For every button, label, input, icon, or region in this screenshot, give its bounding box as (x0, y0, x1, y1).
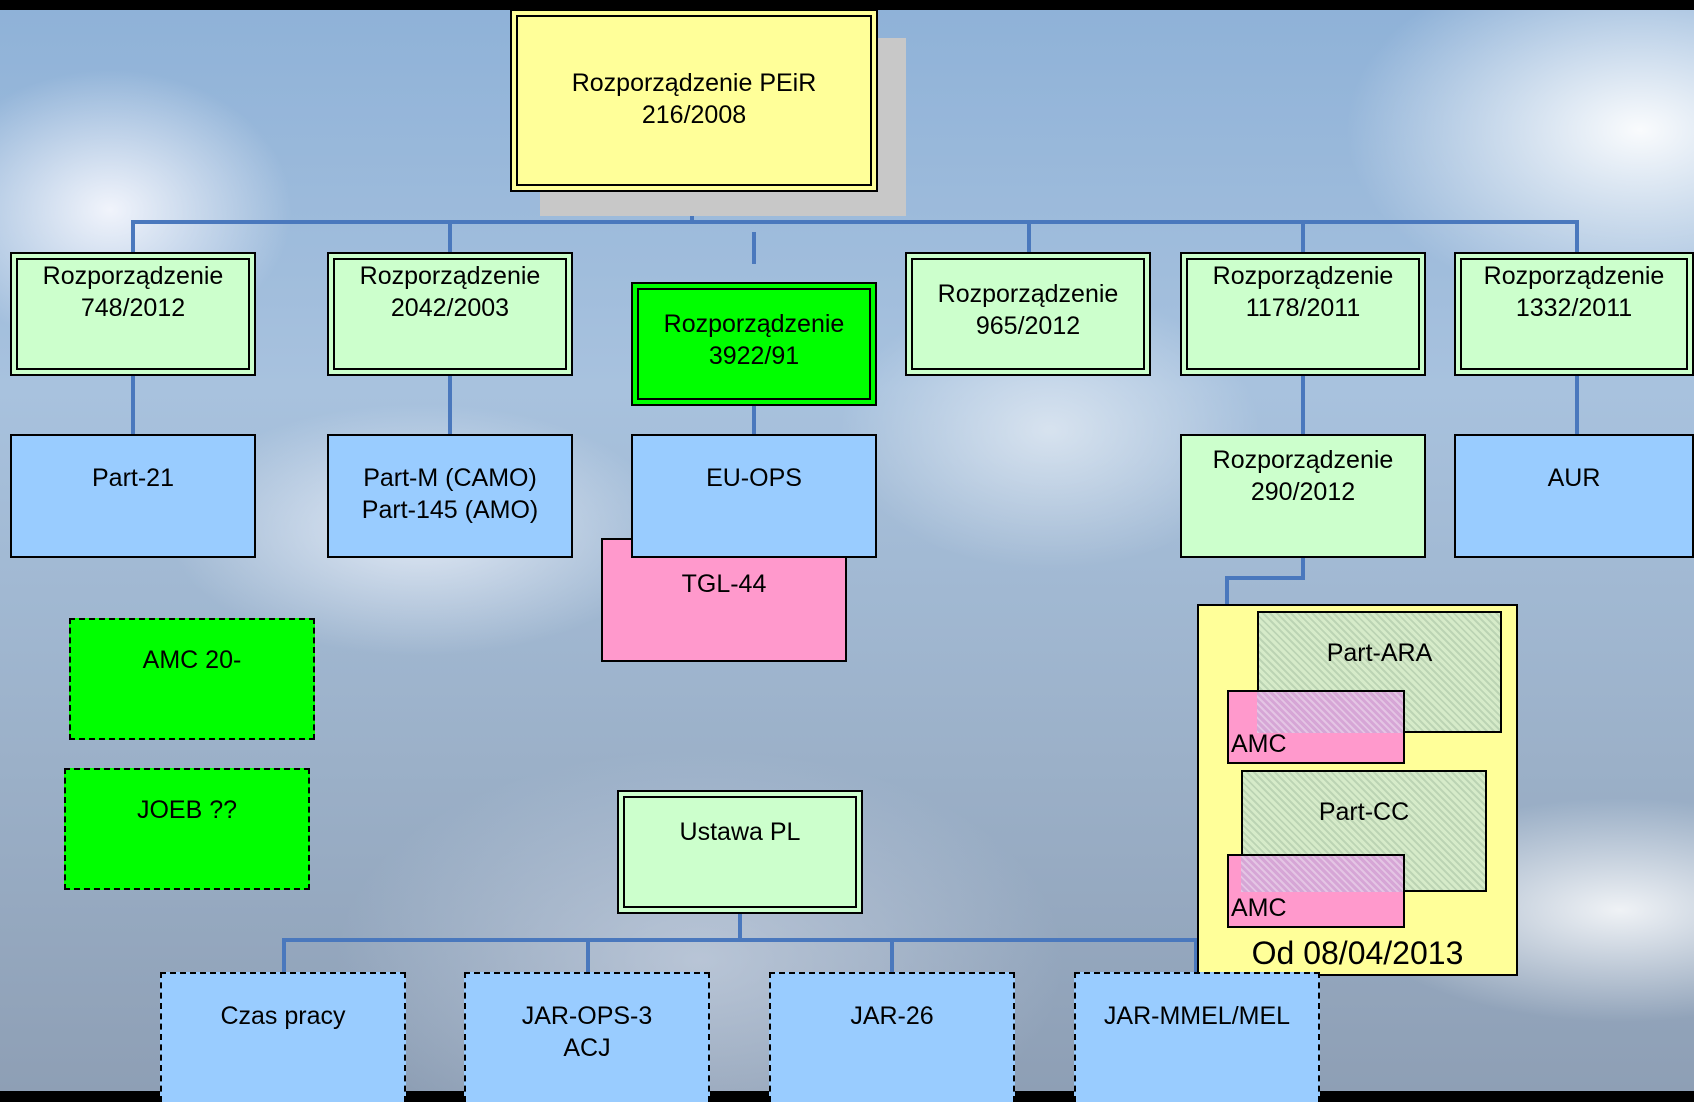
regulation-number: 1178/2011 (1245, 294, 1361, 322)
connector (1225, 576, 1305, 580)
regulation-3922-box: Rozporządzenie 3922/91 (631, 282, 877, 406)
jar-26-box: JAR-26 (769, 972, 1015, 1102)
connector (1301, 556, 1305, 578)
part-ara-label: Part-ARA (1326, 639, 1433, 667)
connector (282, 938, 1198, 942)
regulation-290-box: Rozporządzenie 290/2012 (1180, 434, 1426, 558)
connector (448, 220, 452, 254)
regulation-title: Rozporządzenie (1483, 262, 1665, 290)
jar-mmel-box: JAR-MMEL/MEL (1074, 972, 1320, 1102)
connector (1301, 374, 1305, 436)
connector (1194, 938, 1198, 972)
regulation-number: 290/2012 (1250, 478, 1356, 506)
amc-label: AMC (1231, 730, 1287, 758)
connector (131, 374, 135, 436)
connector (752, 232, 756, 264)
regulation-1178-box: Rozporządzenie 1178/2011 (1180, 252, 1426, 376)
tgl-44-label: TGL-44 (681, 570, 767, 598)
part-m-box: Part-M (CAMO) Part-145 (AMO) (327, 434, 573, 558)
jar-26-label: JAR-26 (850, 1002, 934, 1030)
aur-label: AUR (1547, 464, 1601, 492)
amc-label: AMC (1231, 894, 1287, 922)
regulation-title: Rozporządzenie (1212, 446, 1394, 474)
regulation-number: 965/2012 (975, 312, 1081, 340)
joeb-label: JOEB ?? (136, 796, 238, 824)
connector (890, 938, 894, 972)
top-regulation-number: 216/2008 (641, 101, 747, 129)
connector (282, 938, 286, 972)
aur-box: AUR (1454, 434, 1694, 558)
acj-label: ACJ (563, 1034, 611, 1062)
amc-20-label: AMC 20- (142, 646, 242, 674)
overlap-ara-amc (1257, 690, 1405, 733)
regulation-title: Rozporządzenie (42, 262, 224, 290)
eu-ops-label: EU-OPS (706, 464, 802, 492)
part-21-box: Part-21 (10, 434, 256, 558)
connector (586, 938, 590, 972)
regulation-title: Rozporządzenie (359, 262, 541, 290)
joeb-box: JOEB ?? (64, 768, 310, 890)
regulation-title: Rozporządzenie (663, 310, 845, 338)
jar-ops-3-label: JAR-OPS-3 (521, 1002, 653, 1030)
connector (1575, 220, 1579, 254)
part-145-label: Part-145 (AMO) (361, 496, 539, 524)
part-cc-label: Part-CC (1318, 798, 1410, 826)
jar-ops-3-box: JAR-OPS-3 ACJ (464, 972, 710, 1102)
regulation-number: 3922/91 (708, 342, 800, 370)
connector (1301, 220, 1305, 254)
part-m-label: Part-M (CAMO) (363, 464, 537, 492)
connector (131, 220, 1579, 224)
regulation-title: Rozporządzenie (937, 280, 1119, 308)
top-regulation-title: Rozporządzenie PEiR (571, 69, 817, 97)
czas-pracy-label: Czas pracy (220, 1002, 346, 1030)
ustawa-label: Ustawa PL (679, 818, 801, 846)
regulation-965-box: Rozporządzenie 965/2012 (905, 252, 1151, 376)
jar-mmel-label: JAR-MMEL/MEL (1103, 1002, 1291, 1030)
connector (738, 912, 742, 940)
tgl-44-box: TGL-44 (601, 538, 847, 662)
czas-pracy-box: Czas pracy (160, 972, 406, 1102)
regulation-1332-box: Rozporządzenie 1332/2011 (1454, 252, 1694, 376)
regulation-title: Rozporządzenie (1212, 262, 1394, 290)
eu-ops-box: EU-OPS (631, 434, 877, 558)
connector (1027, 220, 1031, 254)
top-regulation-box: Rozporządzenie PEiR 216/2008 (510, 9, 878, 192)
regulation-number: 1332/2011 (1515, 294, 1633, 322)
amc-20-box: AMC 20- (69, 618, 315, 740)
connector (448, 374, 452, 436)
connector (131, 220, 135, 254)
regulation-2042-box: Rozporządzenie 2042/2003 (327, 252, 573, 376)
overlap-cc-amc (1241, 854, 1405, 892)
connector (752, 404, 756, 436)
regulation-number: 2042/2003 (390, 294, 510, 322)
ustawa-box: Ustawa PL (617, 790, 863, 914)
regulation-748-box: Rozporządzenie 748/2012 (10, 252, 256, 376)
connector (1575, 374, 1579, 436)
valid-from-date: Od 08/04/2013 (1251, 935, 1464, 971)
regulation-number: 748/2012 (80, 294, 186, 322)
part-21-label: Part-21 (92, 464, 174, 492)
